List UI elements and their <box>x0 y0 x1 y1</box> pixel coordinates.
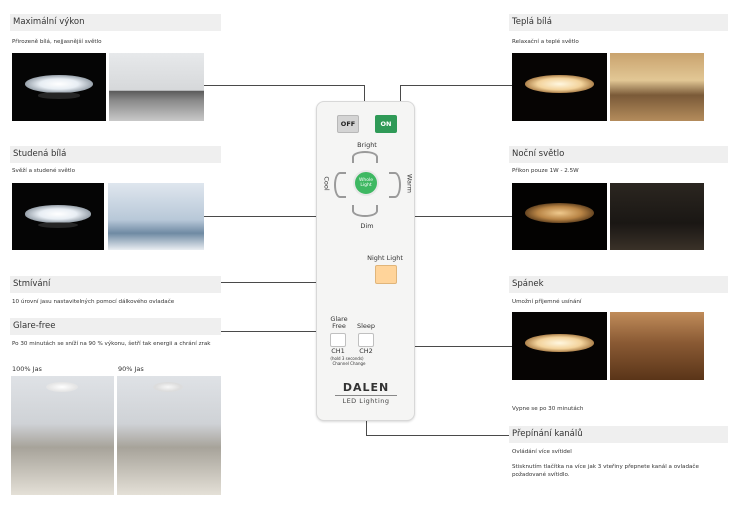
label-100: 100% Jas <box>12 365 42 373</box>
brand-divider <box>335 395 397 396</box>
desc-night: Příkon pouze 1W - 2.5W <box>512 168 579 174</box>
photo-sleeping-child <box>610 312 704 380</box>
remote-control: OFF ON Bright Cool Warm Whole Light Dim … <box>316 101 415 421</box>
photo-lamp-night <box>512 183 607 250</box>
connector-sleep <box>366 346 512 347</box>
photo-room-warm <box>610 53 704 121</box>
connector-channel <box>366 435 509 436</box>
whole-light-button[interactable]: Whole Light <box>353 170 379 196</box>
desc-glare: Po 30 minutách se sníží na 90 % výkonu, … <box>12 341 211 347</box>
photo-lamp-warm <box>512 53 607 121</box>
connector-night <box>392 216 512 217</box>
header-warm: Teplá bílá <box>509 14 728 31</box>
cool-label: Cool <box>322 176 331 191</box>
photo-lamp-cold <box>12 183 104 250</box>
note-sleep: Vypne se po 30 minutách <box>512 406 584 412</box>
desc-channel-2: Stisknutím tlačítka na více jak 3 vteřin… <box>512 464 699 478</box>
desc-max: Přirozeně bílá, nejjasnější světlo <box>12 39 102 45</box>
desc-dim: 10 úrovní jasu nastavitelných pomocí dál… <box>12 299 175 305</box>
glare-free-label: Glare Free <box>330 315 348 330</box>
connector-dim <box>221 282 364 283</box>
off-button[interactable]: OFF <box>337 115 359 133</box>
photo-room-max <box>109 53 204 121</box>
sleep-label: Sleep <box>356 322 376 330</box>
connector-warm <box>400 85 512 86</box>
desc-channel-1: Ovládání více svítidel <box>512 449 572 455</box>
label-90: 90% Jas <box>118 365 144 373</box>
channel-change-label: Channel Change <box>332 361 366 366</box>
photo-lamp-max <box>12 53 106 121</box>
connector-max <box>204 85 365 86</box>
dim-button[interactable] <box>352 205 378 217</box>
night-light-label: Night Light <box>367 254 403 262</box>
photo-lamp-sleep <box>512 312 607 380</box>
bright-button[interactable] <box>352 151 378 163</box>
desc-sleep: Umožní příjemné usínání <box>512 299 582 305</box>
header-dim: Stmívání <box>10 276 221 293</box>
cool-button[interactable] <box>334 172 346 198</box>
brand-subtitle: LED Lighting <box>342 397 390 405</box>
hold-label: (hold 3 seconds) <box>330 356 364 361</box>
connector-cold <box>204 216 336 217</box>
on-button[interactable]: ON <box>375 115 397 133</box>
photo-room-night <box>610 183 704 250</box>
ch2-label: CH2 <box>359 347 373 355</box>
ch1-button[interactable] <box>330 333 346 347</box>
header-glare: Glare-free <box>10 318 221 335</box>
connector-glare <box>221 331 339 332</box>
brand-logo: DALEN <box>342 381 390 394</box>
ch2-button[interactable] <box>358 333 374 347</box>
warm-label: Warm <box>405 174 414 193</box>
warm-button[interactable] <box>389 172 401 198</box>
header-night: Noční světlo <box>509 146 728 163</box>
desc-cold: Svěží a studené světlo <box>12 168 76 174</box>
header-sleep: Spánek <box>509 276 728 293</box>
photo-room-cold <box>108 183 204 250</box>
ch1-label: CH1 <box>331 347 345 355</box>
desc-warm: Relaxační a teplé světlo <box>512 39 579 45</box>
photo-room-90 <box>117 376 221 495</box>
photo-room-100 <box>11 376 114 495</box>
header-channel: Přepínání kanálů <box>509 426 728 443</box>
header-cold: Studená bílá <box>10 146 221 163</box>
bright-label: Bright <box>357 141 377 149</box>
night-light-button[interactable] <box>375 265 397 284</box>
header-max: Maximální výkon <box>10 14 221 31</box>
dim-label: Dim <box>360 222 374 230</box>
